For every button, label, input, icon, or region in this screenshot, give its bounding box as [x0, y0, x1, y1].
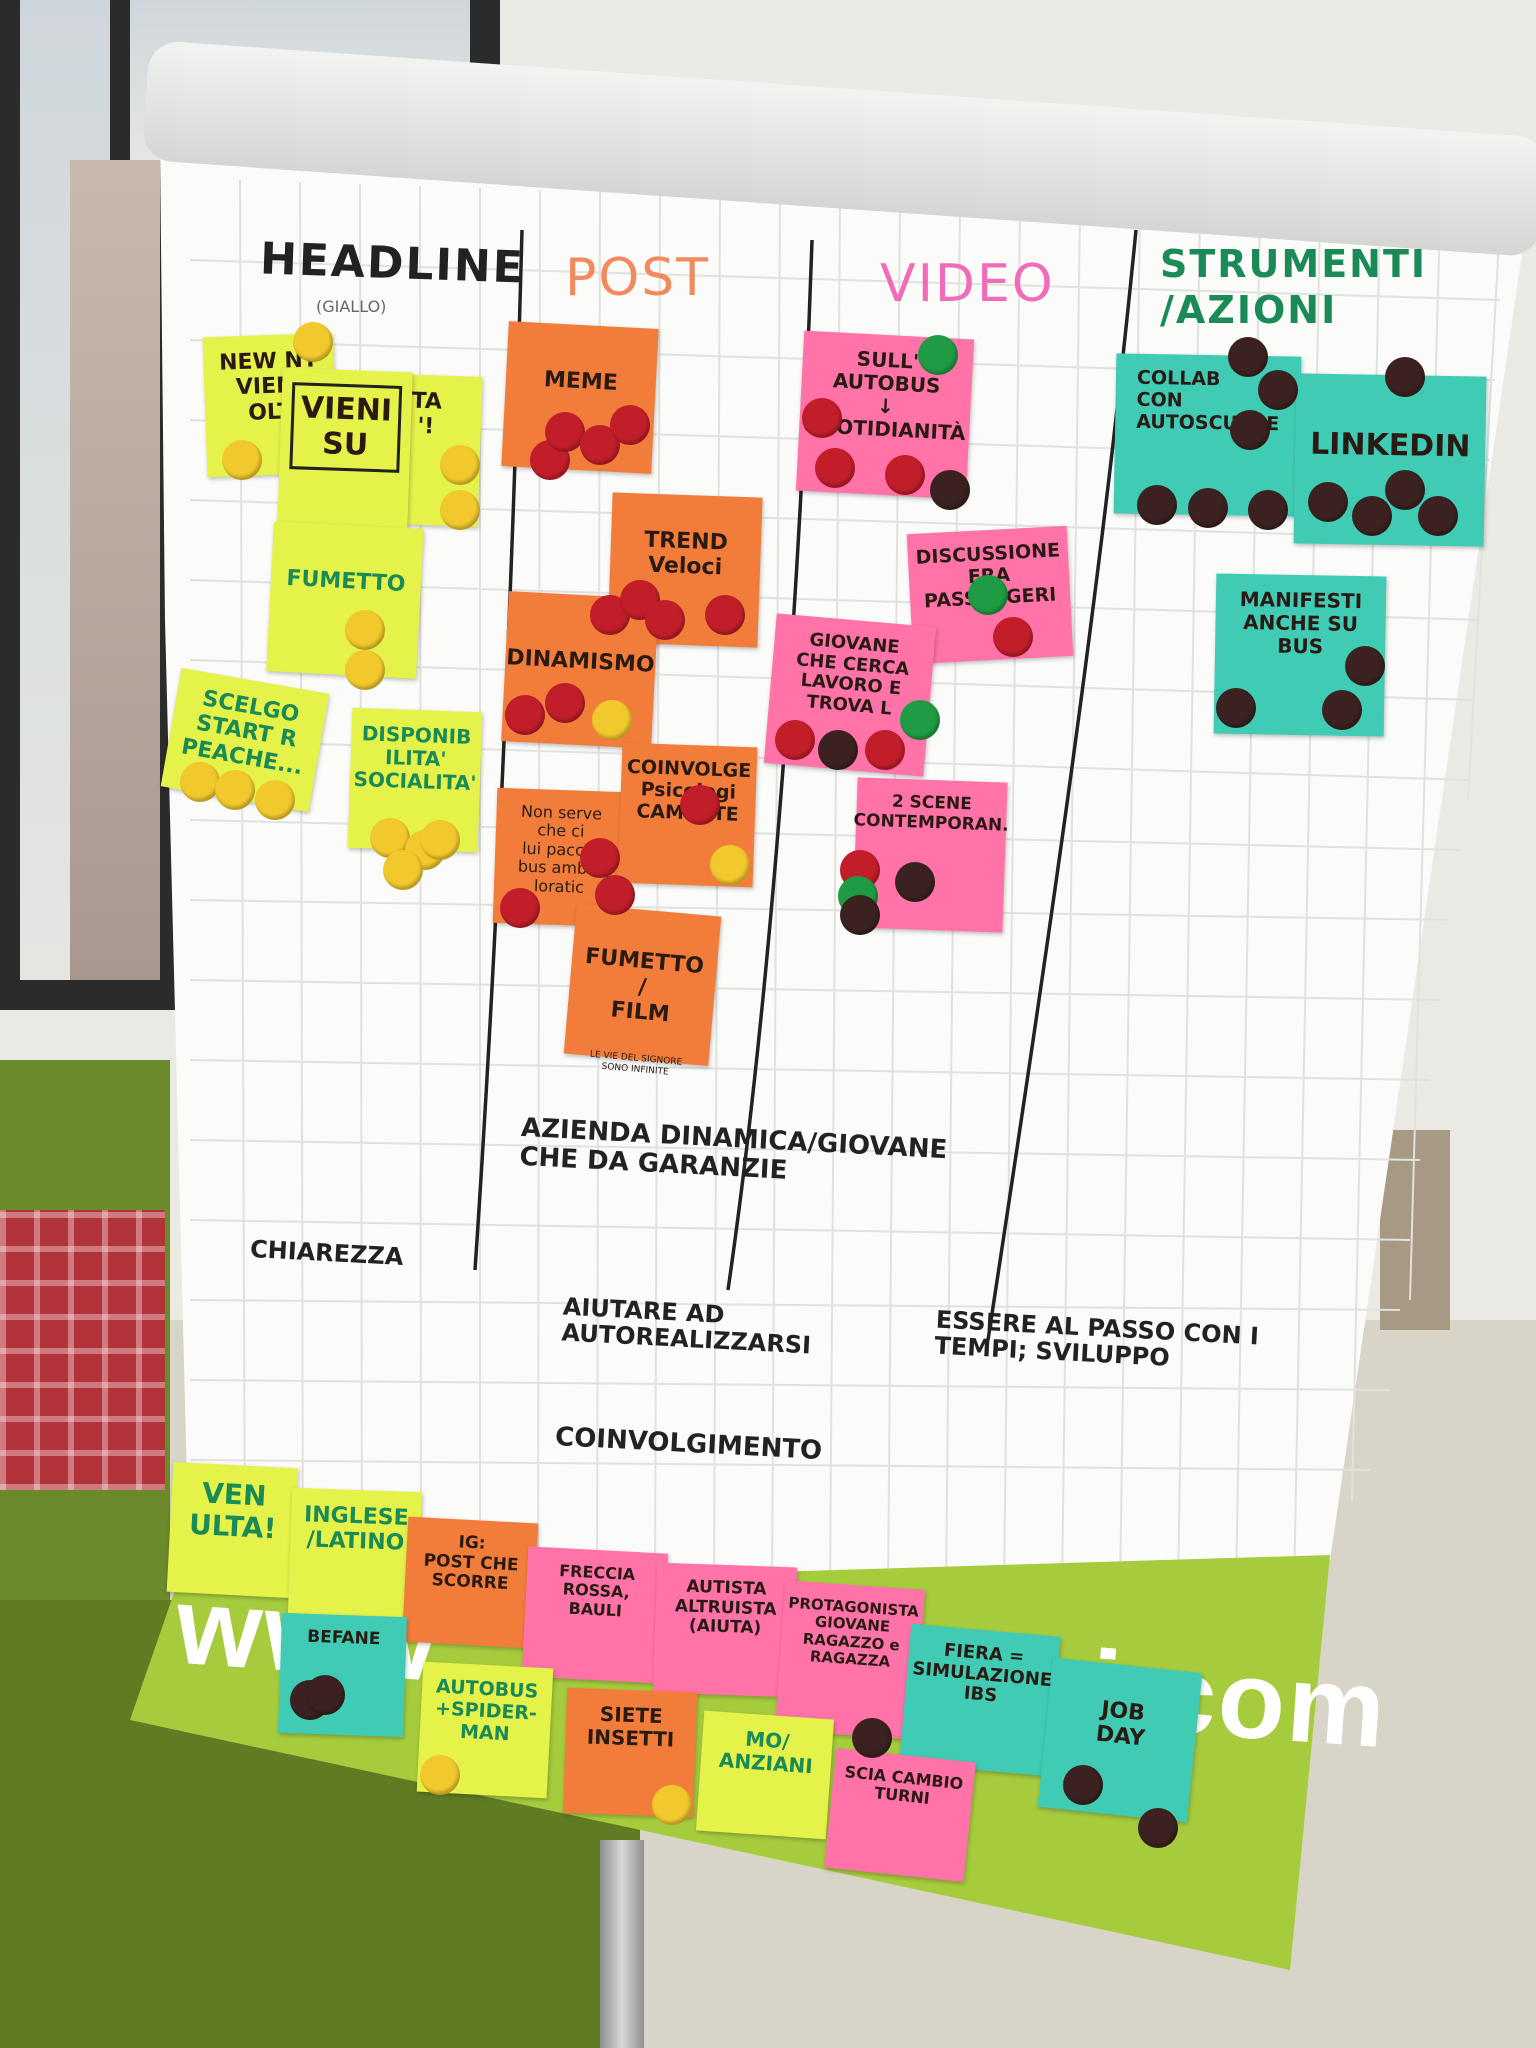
vote-dot [500, 888, 540, 928]
basket [1380, 1130, 1450, 1330]
plaid-cushion [0, 1210, 165, 1490]
easel-stand [600, 1840, 644, 2048]
vote-dot [255, 780, 295, 820]
vote-dot [840, 895, 880, 935]
vote-dot [1385, 357, 1425, 397]
vote-dot [305, 1675, 345, 1715]
vote-dot [645, 600, 685, 640]
vote-dot [1345, 646, 1385, 686]
vote-dot [705, 595, 745, 635]
vote-dot [885, 455, 925, 495]
vote-dot [345, 650, 385, 690]
fumetto-film-small: LE VIE DEL SIGNORE SONO INFINITE [589, 1050, 683, 1078]
vote-dot [1322, 690, 1362, 730]
sticky-note-disponibilita: DISPONIB ILITA' SOCIALITA' [347, 707, 483, 853]
column-header-post: POST [565, 248, 711, 308]
column-header-video: VIDEO [880, 254, 1055, 314]
vote-dot [222, 440, 262, 480]
sticky-note-job-day: JOB DAY [1037, 1657, 1203, 1823]
vote-dot [802, 398, 842, 438]
vote-dot [815, 448, 855, 488]
vote-dot [180, 762, 220, 802]
vote-dot [1188, 488, 1228, 528]
vote-dot [895, 862, 935, 902]
vote-dot [1063, 1765, 1103, 1805]
vote-dot [900, 700, 940, 740]
vote-dot [652, 1785, 692, 1825]
vote-dot [852, 1718, 892, 1758]
vote-dot [580, 838, 620, 878]
vote-dot [930, 470, 970, 510]
vote-dot [680, 785, 720, 825]
vote-dot [1138, 1808, 1178, 1848]
sticky-note-autista: AUTISTA ALTRUISTA (AIUTA) [652, 1562, 798, 1698]
vote-dot [505, 695, 545, 735]
vote-dot [1418, 496, 1458, 536]
vote-dot [345, 610, 385, 650]
vote-dot [1258, 370, 1298, 410]
sticky-note-fumetto-film: FUMETTO / FILM LE VIE DEL SIGNORE SONO I… [563, 903, 722, 1077]
sticky-note-freccia: FRECCIA ROSSA, BAULI [521, 1546, 669, 1684]
vote-dot [710, 845, 750, 885]
vote-dot [1308, 482, 1348, 522]
vote-dot [1137, 485, 1177, 525]
vote-dot [440, 490, 480, 530]
vote-dot [293, 322, 333, 362]
column-header-headline: HEADLINE [259, 233, 526, 294]
vote-dot [775, 720, 815, 760]
vote-dot [595, 875, 635, 915]
vote-dot [1385, 470, 1425, 510]
vote-dot [968, 575, 1008, 615]
sticky-note-fiera: FIERA = SIMULAZIONE IBS [899, 1623, 1061, 1777]
sticky-note-anziani: MO/ ANZIANI [695, 1710, 835, 1840]
vote-dot [545, 683, 585, 723]
vote-dot [420, 820, 460, 860]
vote-dot [440, 445, 480, 485]
vote-dot [993, 617, 1033, 657]
fumetto-film-label: FUMETTO / FILM [584, 944, 705, 1028]
sticky-note-cambio-turni: SCIA CAMBIO TURNI [824, 1748, 976, 1882]
vote-dot [1230, 410, 1270, 450]
sticky-note-befane: BEFANE [277, 1612, 408, 1738]
vote-dot [215, 770, 255, 810]
vote-dot [545, 412, 585, 452]
vote-dot [1248, 490, 1288, 530]
sticky-note-ig: IG: POST CHE SCORRE [401, 1516, 539, 1649]
column-header-strumenti: STRUMENTI /AZIONI [1160, 242, 1428, 332]
sticky-note-vieni-su: VIENI SU [277, 367, 413, 533]
sticky-note-fumetto: FUMETTO [266, 521, 424, 679]
column-header-headline-subtitle: (GIALLO) [316, 297, 387, 316]
vote-dot [1228, 337, 1268, 377]
vote-dot [918, 335, 958, 375]
sticky-note-inglese: INGLESE /LATINO [287, 1487, 423, 1623]
building-outside [70, 160, 160, 980]
sticky-note-ven-ulta: VEN ULTA! [166, 1461, 299, 1599]
vote-dot [383, 850, 423, 890]
vote-dot [865, 730, 905, 770]
vote-dot [818, 730, 858, 770]
vote-dot [420, 1755, 460, 1795]
vote-dot [1216, 688, 1256, 728]
vote-dot [1352, 496, 1392, 536]
vote-dot [592, 700, 632, 740]
vote-dot [610, 405, 650, 445]
